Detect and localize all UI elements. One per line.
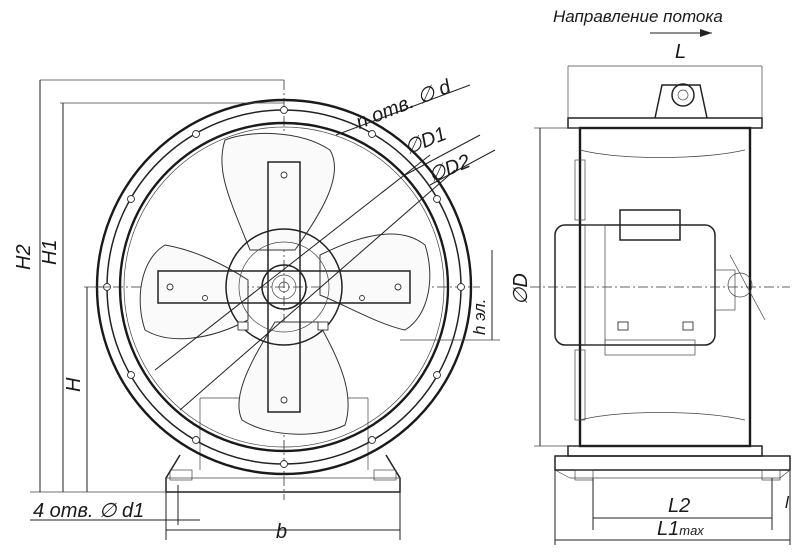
- side-base: [554, 455, 791, 481]
- front-dimensions: [30, 79, 500, 540]
- label-H2: H2: [13, 244, 35, 270]
- impeller-blades: [139, 133, 431, 435]
- label-L1: L1max: [657, 518, 704, 540]
- motor-hub: [225, 228, 343, 346]
- label-L: L: [675, 41, 686, 63]
- label-b: b: [276, 521, 287, 543]
- lifting-eye: [654, 83, 708, 119]
- holes-d-text: n отв.: [353, 91, 417, 134]
- side-motor: [554, 209, 766, 356]
- D2-label: ∅D2: [425, 150, 473, 187]
- holes-d-value: d: [435, 76, 454, 101]
- L1-text: L1: [657, 518, 679, 540]
- label-H1: H1: [39, 239, 61, 265]
- d1-text: d1: [122, 500, 144, 522]
- hole-leader: [335, 84, 471, 136]
- diameter-leader-2: [179, 169, 456, 411]
- diameter-leader-1: [154, 154, 431, 371]
- D-text: D: [510, 273, 532, 287]
- inner-duct-ring: [118, 121, 450, 453]
- terminal-bolts: [237, 321, 329, 331]
- motor-support-spider: [157, 161, 411, 413]
- D1-label: ∅D1: [401, 123, 449, 160]
- label-l: l: [785, 493, 790, 512]
- support-stand: [165, 397, 401, 493]
- side-dimensions: [534, 29, 791, 545]
- svg-text:∅D2: ∅D2: [425, 150, 473, 187]
- diameter-symbol: ∅: [414, 82, 440, 110]
- label-H: H: [63, 377, 85, 392]
- diameter-symbol-D: ∅: [510, 286, 532, 305]
- flow-direction-label: Направление потока: [553, 7, 723, 26]
- holes-d1-label: 4 отв. ∅ d1: [33, 500, 144, 522]
- front-view: [95, 80, 496, 500]
- svg-text:∅D1: ∅D1: [401, 123, 449, 160]
- diameter-symbol-d1: ∅: [99, 500, 118, 522]
- svg-text:∅D: ∅D: [510, 273, 532, 305]
- side-view: [530, 29, 791, 545]
- D-label: ∅D: [510, 273, 532, 305]
- label-L2: L2: [668, 495, 690, 517]
- holes-d1-text: 4 отв.: [33, 500, 93, 522]
- side-blades: [574, 149, 746, 421]
- max-subscript: max: [679, 523, 704, 538]
- label-h-el: h эл.: [470, 299, 489, 335]
